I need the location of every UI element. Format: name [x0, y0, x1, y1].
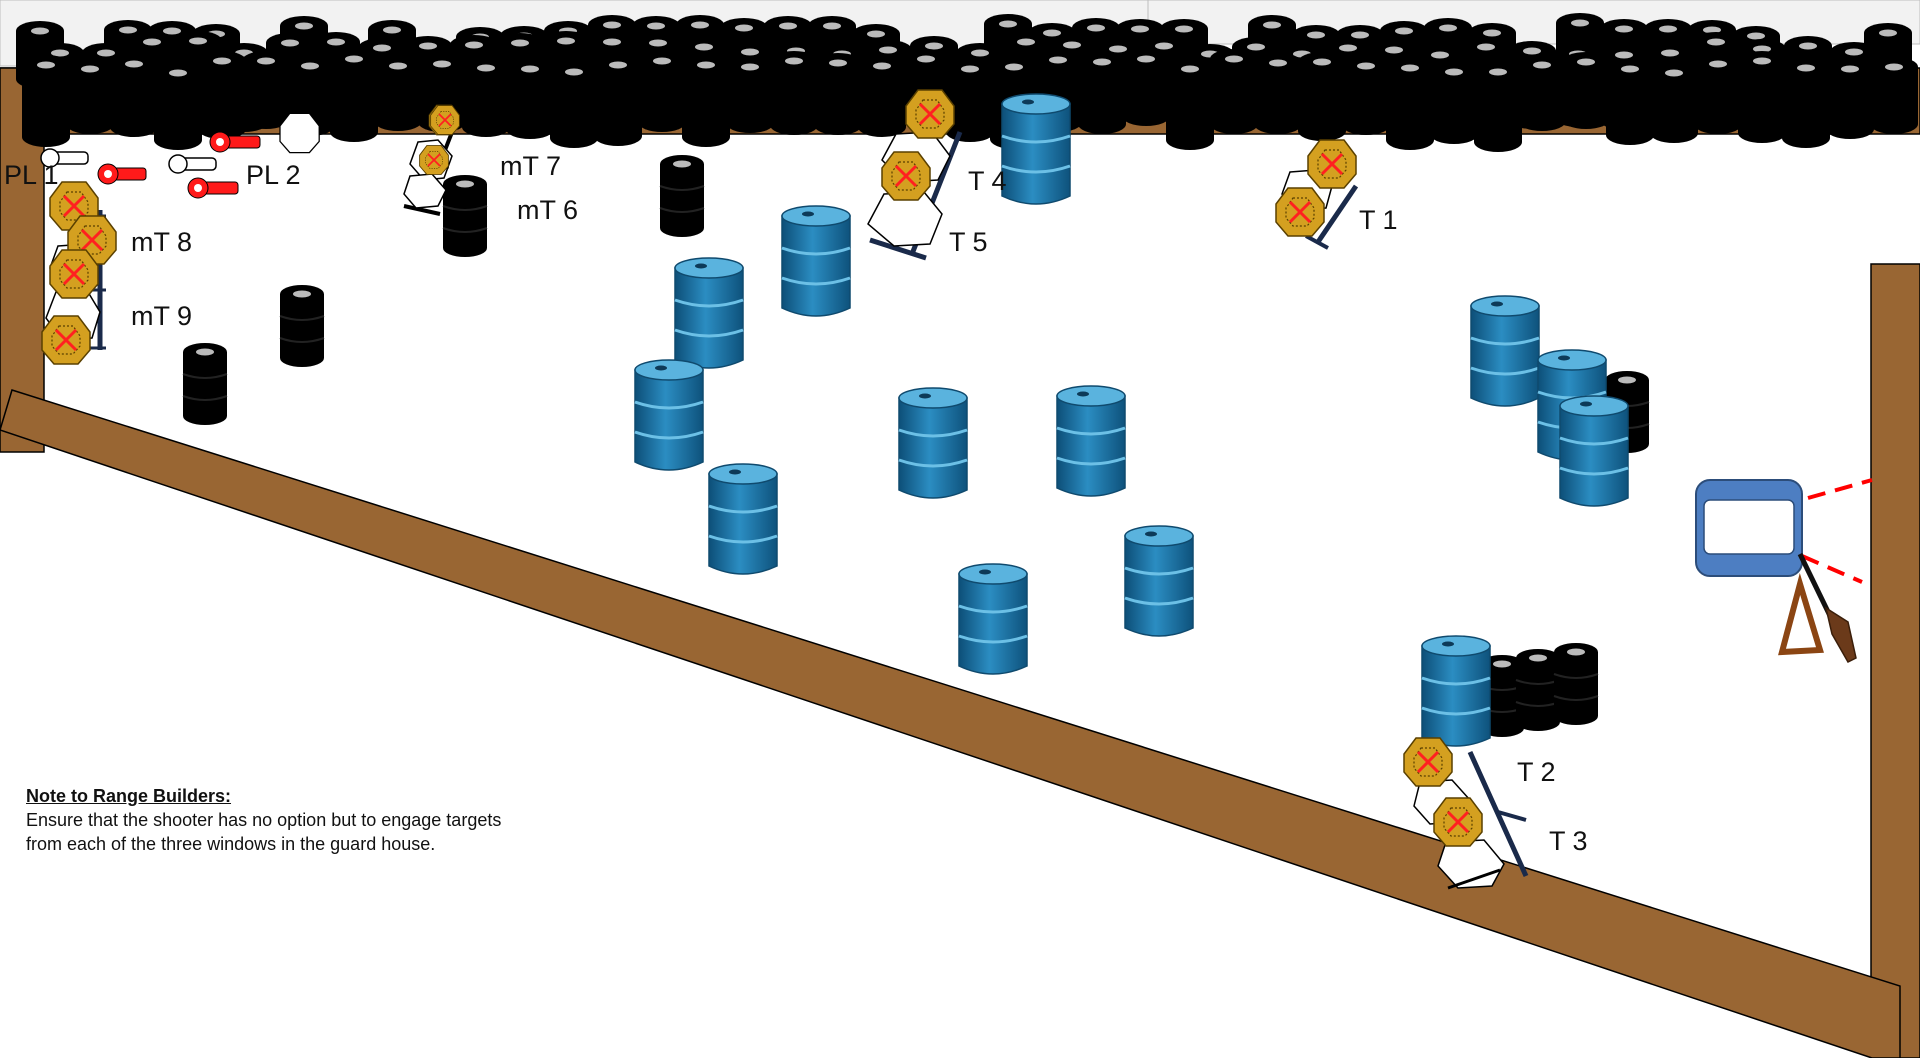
tire-stack-icon [374, 56, 422, 131]
tire-stack-icon [198, 51, 246, 139]
steel-barrel-icon [1558, 394, 1630, 508]
steel-barrel-icon [957, 562, 1029, 676]
tire-stack-icon [110, 54, 158, 137]
tire-stack-icon [1562, 52, 1610, 129]
steel-barrel-icon [1000, 92, 1072, 206]
popper-icon [40, 148, 89, 168]
tire-stack-icon [682, 55, 730, 147]
tire-stack-icon [946, 59, 994, 142]
tire-stack-icon [1166, 59, 1214, 150]
steel-barrel-icon [780, 204, 852, 318]
popper-icon [209, 131, 261, 153]
tire-stack-icon [1553, 642, 1599, 726]
steel-barrel-icon [707, 462, 779, 576]
rifle-icon [1797, 552, 1857, 663]
steel-barrel-icon [1055, 384, 1127, 498]
diagonal-wall [0, 389, 1901, 1058]
tire-stack-icon [1078, 52, 1126, 134]
tire-stack-icon [1826, 59, 1874, 139]
tire-stack-icon [1474, 62, 1522, 152]
label-pl1: PL 1 [4, 160, 59, 190]
label-t4: T 4 [968, 166, 1007, 196]
tire-stack-icon [1606, 59, 1654, 145]
tire-stack-icon [1386, 58, 1434, 150]
target-group-t4-t5 [867, 88, 963, 261]
target-group-t1 [1274, 138, 1359, 250]
tire-stack-icon [182, 342, 228, 426]
tire-stack-icon [1298, 52, 1346, 141]
tire-stack-icon [279, 284, 325, 368]
note-line-2: from each of the three windows in the gu… [26, 834, 436, 854]
tire-stack-icon [1515, 648, 1561, 732]
range-builder-note: Note to Range Builders: Ensure that the … [26, 784, 586, 856]
popper-icon [97, 163, 147, 185]
label-t3: T 3 [1549, 826, 1588, 856]
tire-stack-icon [506, 59, 554, 139]
target-group-mt8-mt9 [40, 180, 118, 366]
tire-stack-icon [330, 49, 378, 142]
tire-stack-icon [858, 56, 906, 137]
steel-barrel-icon [633, 358, 705, 472]
tire-stack-icon [242, 51, 290, 129]
tire-stack-icon [1782, 58, 1830, 148]
tire-stack-icon [594, 55, 642, 146]
tire-stack-icon [550, 62, 598, 148]
label-t5: T 5 [949, 227, 988, 257]
tire-stack-icon [726, 57, 774, 133]
tire-stack-icon [1122, 49, 1170, 126]
note-title: Note to Range Builders: [26, 786, 232, 806]
tire-stack-icon [770, 51, 818, 135]
label-mt8: mT 8 [131, 227, 193, 257]
note-line-1: Ensure that the shooter has no option bu… [26, 810, 502, 830]
tire-stack-icon [814, 53, 862, 135]
steel-barrel-icon [1123, 524, 1195, 638]
label-mt7: mT 7 [500, 151, 562, 181]
label-t2: T 2 [1517, 757, 1556, 787]
tire-stack-icon [1870, 57, 1918, 134]
popper-icon [187, 177, 239, 199]
fault-line [1801, 478, 1873, 584]
steel-barrel-icon [673, 256, 745, 370]
tire-stack-icon [1738, 51, 1786, 143]
tire-stack-icon [22, 55, 70, 147]
label-pl2: PL 2 [246, 160, 301, 190]
tire-stack-icon [638, 51, 686, 132]
right-wall [1870, 263, 1920, 1058]
tire-stack-icon [1254, 53, 1302, 134]
target-group-mt7 [279, 104, 461, 216]
steel-barrel-icon [1469, 294, 1541, 408]
tire-stack-icon [1210, 49, 1258, 134]
target-group-t2-t3 [1402, 736, 1529, 890]
tire-stack-icon [442, 174, 488, 258]
tire-stack-icon [154, 63, 202, 150]
start-triangle-icon [1778, 573, 1824, 656]
tire-stack-icon [1430, 62, 1478, 144]
steel-barrel-icon [897, 386, 969, 500]
tire-stack-icon [1342, 56, 1390, 135]
tire-stack-icon [1518, 55, 1566, 131]
label-mt6: mT 6 [517, 195, 579, 225]
tire-stack-icon [1650, 63, 1698, 143]
tire-stack-icon [66, 59, 114, 134]
tire-stack-icon [1694, 54, 1742, 134]
label-mt9: mT 9 [131, 301, 193, 331]
tire-stack-icon [659, 154, 705, 238]
tire-stack-icon [462, 58, 510, 137]
label-t1: T 1 [1359, 205, 1398, 235]
popper-icon [168, 154, 217, 174]
guard-house-window-icon [1695, 479, 1803, 577]
steel-barrel-icon [1420, 634, 1492, 748]
